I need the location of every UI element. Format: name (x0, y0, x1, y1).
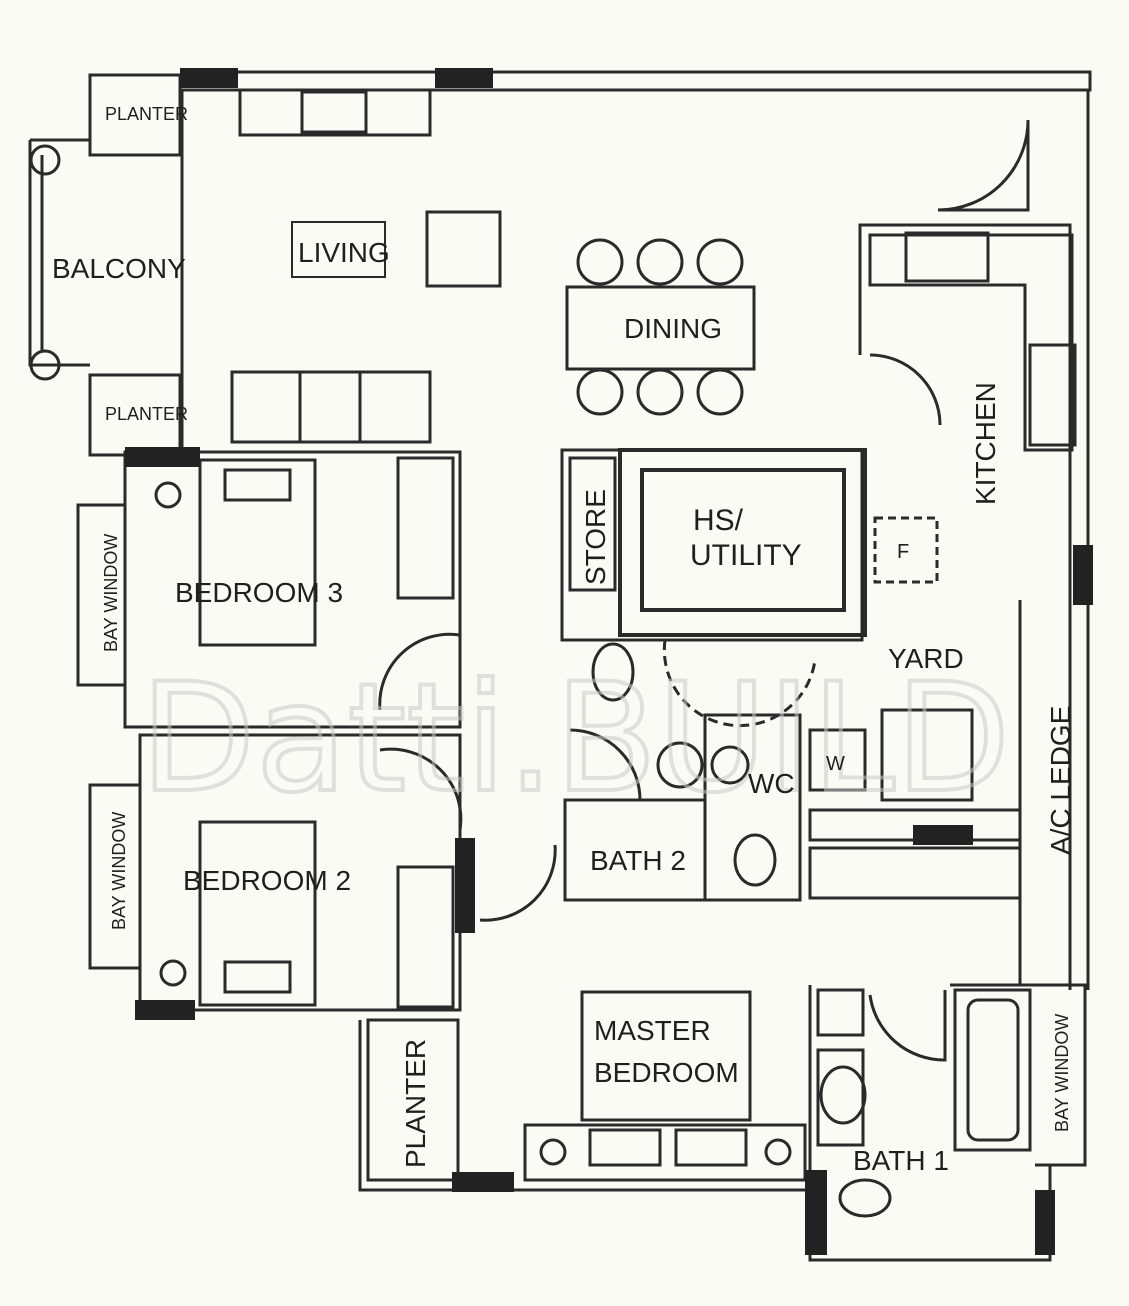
dining-label: DINING (624, 313, 722, 344)
wc-label: WC (748, 768, 795, 799)
bath1-label: BATH 1 (853, 1145, 949, 1176)
washer-label: W (826, 753, 845, 775)
yard-label: YARD (888, 643, 964, 674)
bedroom2-label: BEDROOM 2 (183, 865, 351, 896)
bedroom3-label: BEDROOM 3 (175, 577, 343, 608)
ac-ledge-label: A/C LEDGE (1045, 706, 1076, 855)
bay-window-bedroom3-label: BAY WINDOW (101, 534, 121, 652)
watermark: Datti.BUILD (140, 652, 1010, 826)
planter-bottom-label: PLANTER (105, 404, 188, 424)
bath2-label: BATH 2 (590, 845, 686, 876)
planter-master-label: PLANTER (400, 1039, 431, 1168)
kitchen-label: KITCHEN (970, 382, 1001, 505)
living-label: LIVING (298, 237, 390, 268)
store-label: STORE (580, 489, 611, 585)
planter-top-label: PLANTER (105, 104, 188, 124)
hs-utility-label-2: UTILITY (690, 539, 802, 572)
master-bedroom-label-1: MASTER (594, 1015, 711, 1046)
hs-utility-label-1: HS/ (693, 504, 744, 537)
master-bedroom-label-2: BEDROOM (594, 1057, 739, 1088)
bay-window-master-label: BAY WINDOW (1052, 1014, 1072, 1132)
balcony-label: BALCONY (52, 253, 186, 284)
bay-window-bedroom2-label: BAY WINDOW (109, 812, 129, 930)
fridge-label: F (897, 541, 909, 563)
